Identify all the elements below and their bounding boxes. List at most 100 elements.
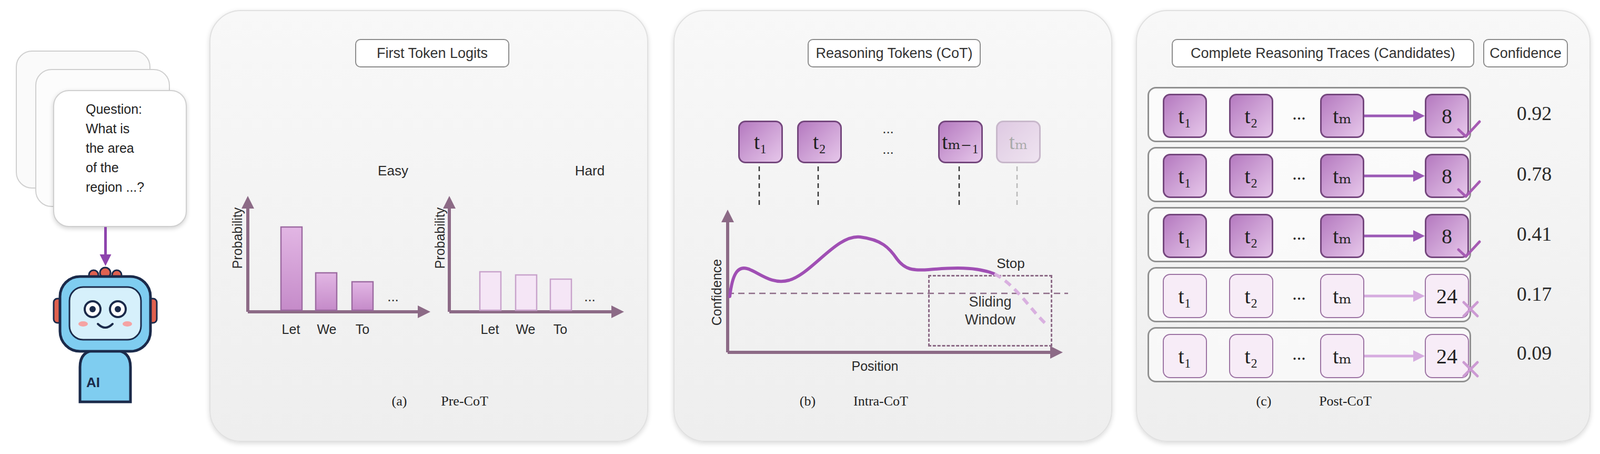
tick-label: To (355, 321, 370, 337)
confidence-score: 0.09 (1516, 340, 1553, 365)
robot-smile (97, 323, 113, 328)
arrowhead (1413, 349, 1425, 362)
confidence-curve (729, 236, 995, 297)
node-text: Sliding Window (961, 292, 1020, 329)
node-text: t₂ (1244, 343, 1258, 369)
panel-caption: Post-CoT (1319, 393, 1372, 409)
tick-label: Let (480, 321, 500, 337)
token-box: t₂ (797, 120, 842, 164)
node-text: t₁ (1178, 223, 1192, 249)
connector-line (1364, 174, 1415, 178)
axis-line (726, 219, 730, 352)
question-card: Question: What is the area of the region… (53, 89, 187, 227)
node-text: tₘ (1009, 129, 1029, 155)
arrow-connector (1364, 289, 1425, 302)
confidence-score: 0.17 (1516, 282, 1553, 306)
answer-box: 8 (1424, 93, 1469, 138)
tick-label: We (316, 321, 337, 337)
question-text: Question: What is the area of the region… (85, 99, 148, 197)
chart-label: Stop (996, 255, 1025, 272)
node-text: tₘ (1332, 223, 1352, 249)
token-box: t₁ (1162, 333, 1207, 378)
axis-line (447, 206, 451, 312)
robot-illustration (53, 267, 157, 402)
stage-panel: (b)Intra-CoTReasoning Tokens (CoT)t₁t₂tₘ… (673, 9, 1113, 442)
token-box: t₂ (1229, 213, 1274, 258)
cross-mark (1463, 302, 1478, 316)
axis-arrowhead (241, 195, 255, 209)
panel-caption: (a) (391, 393, 408, 409)
robot-eye (84, 300, 101, 317)
token-box: t₂ (1229, 333, 1274, 378)
ellipsis: ... (584, 288, 596, 305)
token-guide (958, 166, 961, 207)
robot-face (69, 286, 142, 340)
token-guide (817, 166, 820, 207)
trace-box: ... t₁ t₂ tₘ 8 (1147, 146, 1472, 203)
token-box: tₘ (1320, 333, 1365, 378)
node-text: t₁ (1178, 283, 1192, 309)
token-box: tₘ (1320, 213, 1365, 258)
node-text: t₂ (1244, 223, 1258, 249)
node-text: t₁ (1178, 103, 1192, 129)
confidence-curve-faded (994, 273, 1048, 325)
axis-line (246, 206, 250, 312)
probability-bar (550, 278, 572, 310)
node-text: t₂ (1244, 103, 1258, 129)
ellipsis: ... (882, 141, 894, 158)
robot-pupil (89, 305, 96, 313)
node-text: tₘ₋₁ (941, 129, 980, 155)
robot-body (79, 349, 131, 402)
token-box: tₘ (1320, 273, 1365, 318)
robot-pupil (114, 305, 122, 313)
node-text: tₘ (1332, 163, 1352, 189)
title-box: Reasoning Tokens (CoT) (807, 38, 981, 68)
node-text: 8 (1441, 103, 1453, 129)
axis-label: Probability (432, 207, 448, 269)
answer-box: 24 (1424, 333, 1469, 378)
cross-mark (1463, 361, 1478, 376)
ellipsis: ... (1292, 163, 1306, 184)
token-box: t₁ (1162, 153, 1207, 198)
node-text: t₂ (1244, 163, 1258, 189)
node-text: 24 (1436, 283, 1458, 309)
robot-node: AI (52, 265, 158, 402)
robot-eye (109, 300, 126, 317)
stage-panel: (a)Pre-CoTFirst Token Logits (209, 9, 649, 442)
trace-box: ...t₁t₂tₘ24 (1147, 266, 1472, 322)
arrowhead (1413, 169, 1425, 182)
check-mark (1458, 241, 1480, 257)
token-box: t₁ (1162, 93, 1207, 138)
token-box: t₂ (1229, 273, 1274, 318)
node-text: tₘ (1332, 103, 1352, 129)
node-text: Confidence (1489, 45, 1562, 62)
node-text: t₂ (1244, 283, 1258, 309)
panel-caption: (b) (799, 393, 816, 409)
probability-bar (351, 281, 374, 310)
axis-arrowhead (1050, 345, 1063, 359)
arrowhead (1413, 109, 1425, 122)
axis-label: Position (851, 358, 899, 374)
panel-caption: (c) (1256, 393, 1272, 409)
tick-label: To (553, 321, 568, 337)
trace-box: ...t₁t₂tₘ8 (1147, 86, 1472, 143)
ellipsis: ... (1292, 223, 1306, 244)
panel-caption: Intra-CoT (853, 393, 909, 409)
connector-line (104, 226, 107, 256)
probability-bar (515, 274, 537, 310)
trace-box: ...t₁t₂tₘ24 (1147, 326, 1472, 382)
confidence-score: 0.41 (1516, 222, 1553, 246)
title-box: Complete Reasoning Traces (Candidates) (1171, 38, 1475, 68)
answer-box: 8 (1424, 153, 1469, 198)
connector-line (1364, 354, 1415, 358)
robot-label: AI (86, 374, 100, 391)
node-text: First Token Logits (376, 45, 488, 62)
token-box: tₘ (995, 120, 1041, 164)
arrow-connector (99, 226, 112, 266)
probability-bar (479, 271, 501, 310)
arrowhead (1413, 229, 1425, 242)
arrow-connector (1364, 349, 1425, 362)
axis-label: Probability (229, 207, 246, 269)
axis-arrowhead (611, 305, 625, 318)
